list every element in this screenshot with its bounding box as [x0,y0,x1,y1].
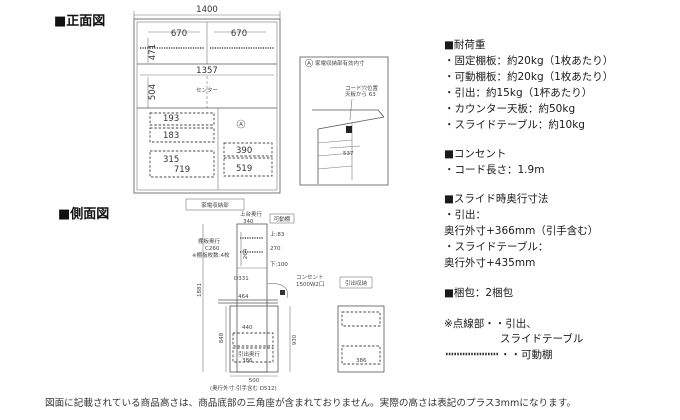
load-item: ・カウンター天板：約50kg [444,102,575,115]
shelf-depth-label: 棚板奥行 [198,237,221,245]
load-item: ・スライドテーブル：約10kg [444,118,585,131]
footer-note: 図面に記載されている商品高さは、商品底部の三角座が含まれておりません。実際の高さ… [45,397,576,409]
dim-left-mid: 183 [163,131,179,141]
drawer-storage-depth: 386 [356,358,367,364]
bottom-depth: 500 [249,378,260,384]
load-title: ■耐荷重 [444,38,485,51]
shelf-depth-val: C260 [205,246,220,252]
detail-mark: A [307,61,311,67]
base-height: 930 [292,334,298,345]
dim-inner-width: 1357 [196,66,218,76]
slide-item: ・引出： [444,208,486,221]
front-view-title: ■正面図 [54,14,105,29]
pack-title: ■梱包：2梱包 [444,286,514,299]
center-label: センター [196,86,218,94]
legend-dot: ・・可動棚 [500,348,553,361]
dim-right-bottom: 519 [236,164,252,174]
detail-cord-sub: 天板から 63 [345,90,376,98]
slide-item: 奥行外寸+366mm（引手含む） [444,224,598,237]
legend-dash-cont: スライドテーブル [500,332,583,345]
dim-left-lower: 315 [163,155,179,165]
drawer-label: 引出奥行 [238,350,261,358]
side-view-title: ■側面図 [58,206,109,222]
appliance-label: 家電収納部 [201,201,229,209]
dim-opening-height: 504 [148,84,158,100]
load-item: ・可動棚板：約20kg（1枚あたり） [444,70,613,83]
drawer-depth: 440 [242,325,253,331]
load-item: ・引出：約15kg（1杯あたり） [444,86,592,99]
slide-title: ■スライド時奥行寸法 [444,192,548,205]
spec-panel: ■耐荷重 ・固定棚板：約20kg（1枚あたり） ・可動棚板：約20kg（1枚あた… [444,38,613,361]
lower-dim: 下:100 [270,261,288,268]
mark-a: A [239,122,243,128]
drawer-storage-detail: 引出収納 386 [337,276,385,373]
dim-shelf-left: 670 [171,29,187,39]
dim-left-top: 193 [163,114,179,124]
drawer-val: 386 [242,358,253,364]
load-item: ・固定棚板：約20kg（1枚あたり） [444,54,613,67]
dim-upper-height: 471 [148,44,158,60]
front-view: 1400 670 670 471 1357 504 センター 193 183 3… [133,5,281,194]
upper-dim: 上:83 [270,230,285,238]
slide-item: ・スライドテーブル： [444,240,548,253]
top-depth-label: 上台奥行 [240,210,263,218]
drawer-storage-label: 引出収納 [345,279,368,287]
dim-right-mid: 390 [236,146,252,156]
dim-left-bottom: 719 [174,165,190,175]
slide-item: 奥行外寸+435mm [444,256,535,269]
mid-depth: D331 [234,276,249,282]
dim-total-width: 1400 [196,5,218,15]
outlet-label: コンセント [296,274,324,281]
detail-cord-label: コード穴位置 [345,84,379,92]
detail-a: A 家電収納部有効内寸 コード穴位置 天板から 63 537 [299,56,389,186]
legend-dash: ※点線部・・引出、 [444,317,537,330]
cord-center: 270 [270,246,281,252]
counter-depth: 464 [238,294,249,300]
dim-shelf-right: 670 [231,29,247,39]
depth-note: (奥行外寸:引手含む D512) [210,384,277,392]
outlet-item: ・コード長さ：1.9m [444,164,544,176]
detail-title: 家電収納部有効内寸 [315,59,365,67]
outlet-title: ■コンセント [444,148,506,160]
lower-height: 848 [219,332,225,343]
total-height: 1881 [197,283,203,297]
top-clear: 264 [243,248,249,259]
detail-dim: 537 [343,151,354,157]
movable-label: 可動棚 [274,215,291,223]
shelf-count-label: ※棚板枚数:4枚 [192,251,230,259]
side-view: 家電収納部 上台奥行 340 可動棚 棚板奥行 C260 ※棚板枚数:4枚 26… [185,198,324,392]
outlet-spec: 1500W2口 [296,281,324,288]
top-depth: 340 [243,219,254,225]
